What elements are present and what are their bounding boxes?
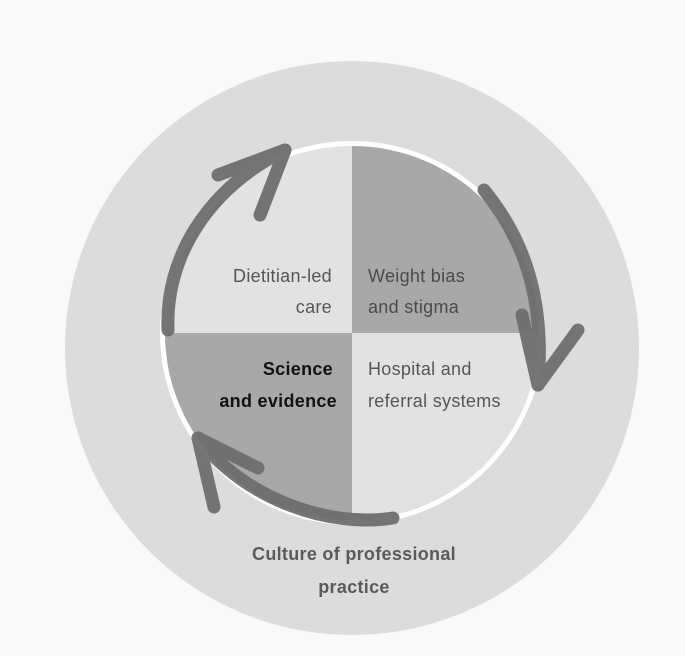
quadrant-weight-bias-stigma (352, 146, 539, 333)
arrow-top-left-head-icon (211, 143, 292, 222)
quadrant-hospital-referral-systems (352, 333, 539, 520)
quadrant-tl-label-line2: care (296, 297, 332, 317)
quadrant-dietitian-led-care (165, 146, 352, 333)
outer-ring-label-line2: practice (318, 577, 389, 597)
quadrant-science-evidence (165, 333, 352, 520)
quadrant-bl-label-line2: and evidence (219, 391, 337, 411)
arrow-right-arc (477, 183, 546, 392)
arrow-right-head-icon (515, 308, 585, 392)
arrow-bottom-head-icon (191, 431, 265, 514)
cycle-arrows (161, 143, 585, 527)
quadrant-tr-label-line1: Weight bias (368, 266, 465, 286)
arrow-bottom-arc (191, 431, 400, 527)
quadrant-tl-label-line1: Dietitian-led (233, 266, 332, 286)
quadrant-br-label-line1: Hospital and (368, 359, 472, 379)
quadrant-br-label-line2: referral systems (368, 391, 501, 411)
outer-ring-label-line1: Culture of professional (252, 544, 456, 564)
quadrant-tr-label-line2: and stigma (368, 297, 460, 317)
quadrant-bl-label-line1: Science (263, 359, 333, 379)
